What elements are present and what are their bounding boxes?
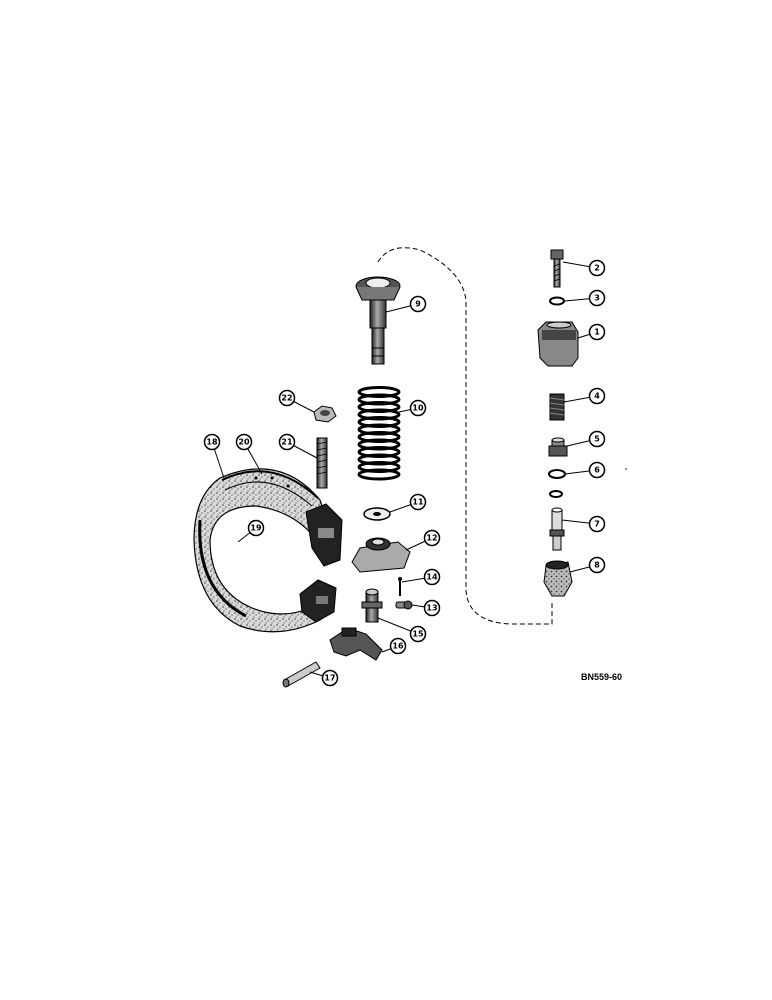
- callout-bubble-5: [588, 430, 606, 448]
- part-18-brake-band: [193, 468, 343, 633]
- part-5-fitting: [548, 437, 568, 457]
- part-17-rod: [282, 661, 321, 688]
- part-1-valve-cap: [537, 321, 579, 367]
- part-2-bolt: [550, 249, 564, 288]
- part-16-lever: [329, 627, 383, 661]
- callout-label-22: 22: [281, 394, 292, 403]
- callout-label-6: 6: [594, 466, 600, 475]
- callout-label-5: 5: [594, 435, 600, 444]
- part-6-o-ring: [548, 469, 566, 498]
- part-12-bracket: [351, 537, 411, 573]
- callout-bubble-7: [588, 515, 606, 533]
- callout-label-3: 3: [594, 294, 600, 303]
- part-15-shaft: [361, 588, 383, 623]
- callout-label-2: 2: [594, 264, 600, 273]
- callout-label-16: 16: [392, 642, 404, 651]
- callout-label-4: 4: [594, 392, 600, 401]
- callout-label-18: 18: [206, 438, 218, 447]
- callout-bubble-20: [235, 433, 253, 451]
- part-9-plunger: [355, 276, 401, 365]
- callout-label-19: 19: [250, 524, 262, 533]
- callout-bubble-21: [278, 433, 296, 451]
- part-14-cotter-pin: [398, 577, 402, 596]
- callout-bubble-2: [588, 259, 606, 277]
- callout-label-17: 17: [324, 674, 335, 683]
- callout-label-9: 9: [415, 300, 421, 309]
- callout-label-12: 12: [426, 534, 437, 543]
- callout-bubble-17: [321, 669, 339, 687]
- callout-bubble-14: [423, 568, 441, 586]
- callout-bubble-3: [588, 289, 606, 307]
- callout-label-8: 8: [594, 561, 600, 570]
- callout-label-7: 7: [594, 520, 600, 529]
- callout-bubble-15: [409, 625, 427, 643]
- callout-bubble-4: [588, 387, 606, 405]
- part-7-valve-stem: [549, 507, 565, 551]
- part-3-lock-washer: [549, 296, 565, 306]
- part-10-spring: [357, 386, 401, 481]
- callout-bubble-6: [588, 461, 606, 479]
- callout-label-15: 15: [412, 630, 424, 639]
- callout-label-11: 11: [412, 498, 424, 507]
- part-11-washer: [363, 507, 391, 521]
- callout-label-20: 20: [238, 438, 250, 447]
- stray-dot: [625, 468, 627, 470]
- part-22-nut: [313, 405, 337, 423]
- alignment-dashed-line: [377, 247, 553, 625]
- callout-bubble-10: [409, 399, 427, 417]
- callout-label-13: 13: [426, 604, 437, 613]
- callout-label-10: 10: [412, 404, 424, 413]
- part-4-spring: [549, 393, 565, 421]
- callout-label-21: 21: [281, 438, 293, 447]
- callout-bubble-9: [409, 295, 427, 313]
- callout-bubble-11: [409, 493, 427, 511]
- callout-label-14: 14: [426, 573, 438, 582]
- callout-bubble-1: [588, 323, 606, 341]
- part-13-pin: [395, 600, 413, 610]
- part-8-valve-body: [543, 560, 573, 597]
- spring-coil: [357, 468, 401, 481]
- drawing-code: BN559-60: [581, 672, 622, 682]
- callout-bubble-16: [389, 637, 407, 655]
- callout-bubble-22: [278, 389, 296, 407]
- callout-bubble-13: [423, 599, 441, 617]
- callout-bubble-19: [247, 519, 265, 537]
- callout-bubble-12: [423, 529, 441, 547]
- callout-label-1: 1: [594, 328, 600, 337]
- callout-bubble-18: [203, 433, 221, 451]
- callout-bubble-8: [588, 556, 606, 574]
- part-21-stud: [316, 437, 328, 489]
